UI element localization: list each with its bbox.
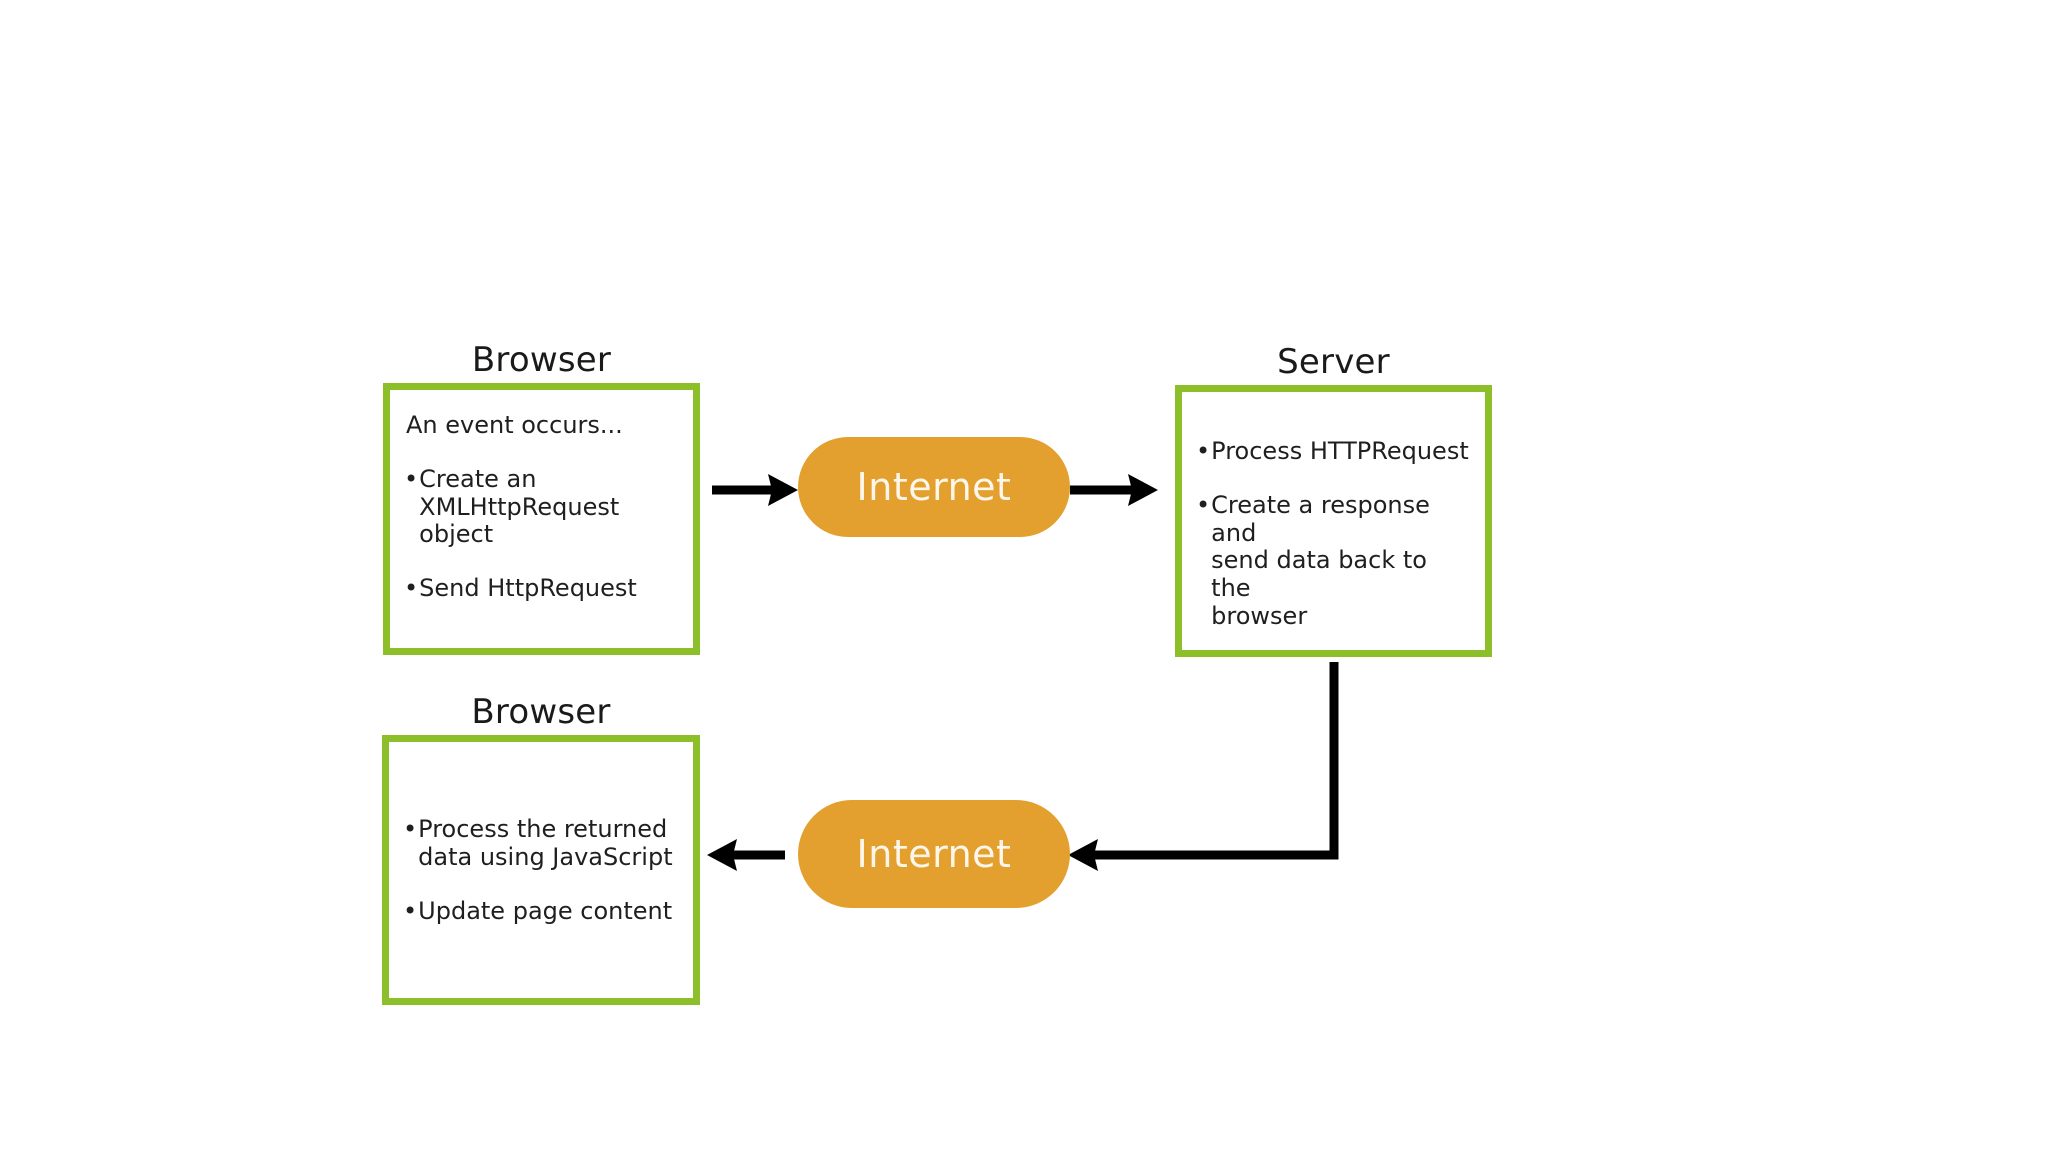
bullet-icon: • — [1196, 490, 1211, 519]
server-bullet-1: • Create a response and send data back t… — [1196, 490, 1471, 631]
bullet-icon: • — [403, 815, 418, 843]
browser-request-line-1: Create an XMLHttpRequest object — [419, 464, 620, 549]
browser-response-title: Browser — [471, 692, 611, 732]
bullet-icon: • — [404, 464, 419, 493]
bullet-icon: • — [404, 574, 419, 603]
server-line-0: Process HTTPRequest — [1211, 437, 1469, 465]
bullet-icon: • — [403, 896, 418, 925]
server-content: • Process HTTPRequest • Create a respons… — [1182, 392, 1485, 650]
server-title: Server — [1277, 342, 1390, 382]
arrow-browser-to-internet-top — [712, 474, 798, 506]
browser-response-box: • Process the returned data using JavaSc… — [382, 735, 700, 1005]
browser-request-box: An event occurs... • Create an XMLHttpRe… — [383, 383, 700, 655]
browser-response-line-1: Update page content — [418, 896, 673, 925]
browser-request-line-0: An event occurs... — [406, 411, 623, 439]
arrow-internet-top-to-server — [1070, 474, 1158, 506]
server-bullet-0: • Process HTTPRequest — [1196, 437, 1471, 466]
internet-top-label: Internet — [856, 465, 1012, 509]
spacer — [404, 440, 679, 466]
browser-response-line-0: Process the returned data using JavaScri… — [418, 815, 673, 871]
internet-node-top: Internet — [798, 437, 1070, 537]
browser-request-content: An event occurs... • Create an XMLHttpRe… — [390, 390, 693, 648]
server-line-1: Create a response and send data back to … — [1211, 490, 1430, 631]
internet-bottom-label: Internet — [856, 832, 1012, 876]
browser-request-bullet-2: • Send HttpRequest — [404, 574, 679, 603]
spacer — [1196, 414, 1471, 438]
browser-request-line-2: Send HttpRequest — [419, 574, 637, 603]
arrow-internet-bottom-to-browser — [707, 839, 785, 871]
browser-response-content: • Process the returned data using JavaSc… — [389, 742, 693, 998]
browser-request-bullet-1: • Create an XMLHttpRequest object — [404, 464, 679, 549]
spacer — [403, 872, 679, 898]
browser-response-bullet-0: • Process the returned data using JavaSc… — [403, 815, 679, 872]
spacer — [1196, 466, 1471, 492]
spacer — [404, 549, 679, 575]
spacer — [403, 764, 679, 816]
arrow-server-to-internet-bottom — [1068, 662, 1339, 871]
browser-request-title: Browser — [471, 340, 612, 380]
server-box: • Process HTTPRequest • Create a respons… — [1175, 385, 1492, 657]
bullet-icon: • — [1196, 437, 1211, 465]
browser-response-bullet-1: • Update page content — [403, 896, 679, 926]
internet-node-bottom: Internet — [798, 800, 1070, 908]
